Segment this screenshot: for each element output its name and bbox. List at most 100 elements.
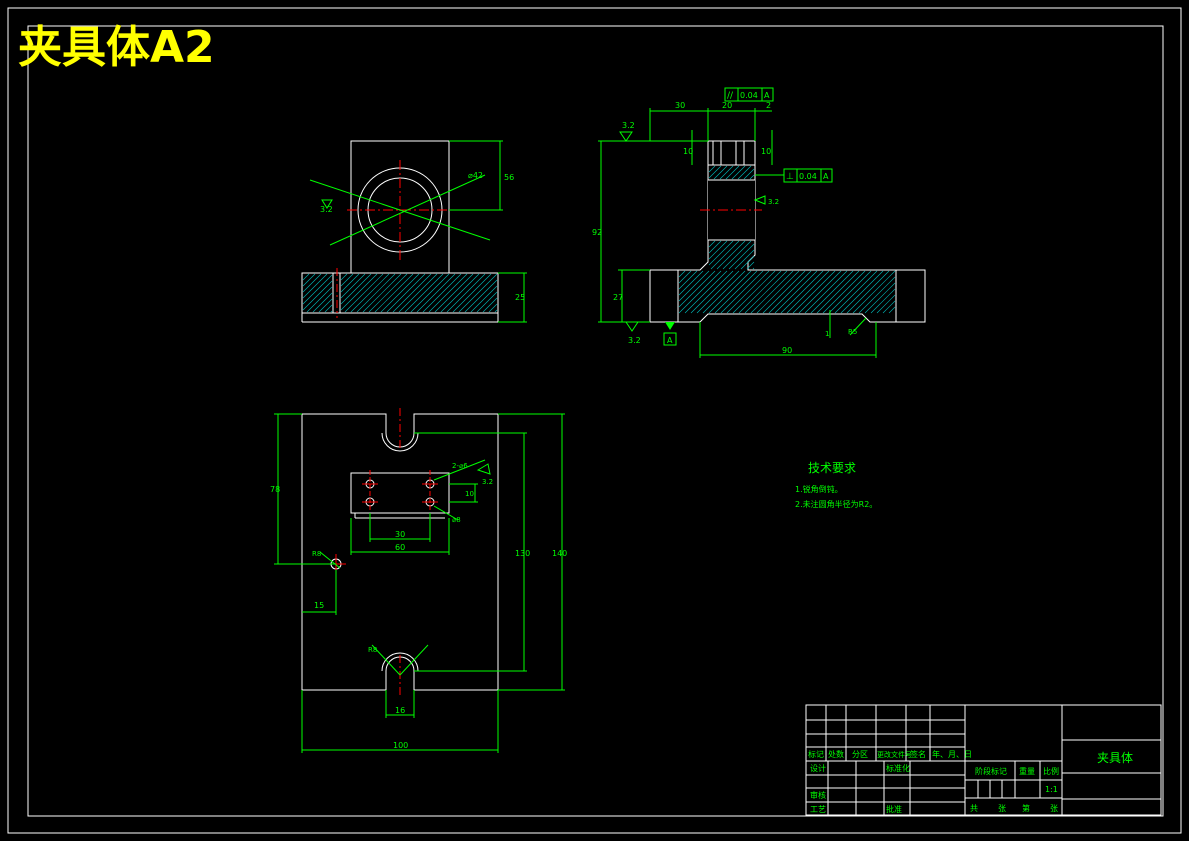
- hatch-line: [464, 279, 498, 313]
- dim-text-60: 60: [395, 543, 405, 552]
- hatch-line: [731, 165, 746, 180]
- hatch-line: [340, 273, 348, 281]
- roughness-symbol: [476, 463, 491, 475]
- dim-text-27: 27: [613, 293, 623, 302]
- hatch-line: [330, 310, 333, 313]
- hatch-line: [864, 282, 896, 314]
- hatch-line: [404, 273, 444, 313]
- side-view: 90 92 27 30 20 2 10 10 // 0.04 A ⊥ 0.04 …: [592, 87, 926, 358]
- hatch-line: [302, 273, 316, 287]
- leader-line: [399, 644, 429, 676]
- hatch-line: [744, 270, 788, 314]
- hatch-line: [678, 270, 692, 284]
- dim-text-78: 78: [270, 485, 280, 494]
- hatch-line: [302, 280, 333, 311]
- hatch-line: [725, 165, 740, 180]
- roughness-text: 3.2: [628, 336, 641, 345]
- roughness-symbol: [321, 199, 333, 209]
- hatch-line: [340, 273, 372, 305]
- hatch-line: [302, 273, 328, 299]
- hatch-line: [708, 240, 716, 248]
- thread-text: 2-⌀6: [452, 462, 468, 470]
- tech-req-heading: 技术要求: [808, 461, 856, 475]
- hatch-line: [746, 261, 755, 270]
- dim-text-130: 130: [515, 549, 530, 558]
- hatch-line: [678, 270, 704, 296]
- leader-line: [371, 644, 401, 676]
- tb-part-name: 夹具体: [1097, 751, 1133, 765]
- hatch-line: [302, 273, 310, 281]
- hatch-line: [678, 270, 710, 302]
- dim-text-30: 30: [395, 530, 405, 539]
- title-block-text: 标记 处数 分区 更改文件号 签名 年、月、日 设计 标准化 审核 工艺 批准 …: [808, 749, 1133, 814]
- tech-req-item-2: 2.未注圆角半径为R2。: [795, 499, 877, 509]
- roughness-text: 3.2: [622, 121, 635, 130]
- hatch-line: [708, 240, 722, 254]
- roughness-text: 3.2: [768, 198, 779, 206]
- hatch-line: [324, 304, 333, 313]
- hatch-line: [749, 174, 755, 180]
- hatch-line: [726, 270, 770, 314]
- datum-ref: A: [823, 172, 829, 181]
- title-block: [805, 704, 1162, 816]
- hatch-line: [713, 165, 728, 180]
- side-slot-1: [712, 140, 722, 166]
- hatch-line: [708, 240, 734, 266]
- hatch-line: [422, 273, 462, 313]
- hatch-line: [722, 240, 752, 270]
- hatch-line: [728, 243, 755, 270]
- hatch-line: [888, 306, 896, 314]
- hatch-line: [743, 168, 755, 180]
- hatch-line: [386, 273, 426, 313]
- tb-header: 签名: [910, 749, 926, 759]
- hatch-line: [678, 270, 698, 290]
- hatch-line: [446, 273, 486, 313]
- hatch-line: [470, 285, 498, 313]
- hatch-line: [312, 292, 333, 313]
- tb-header: 更改文件号: [877, 750, 912, 759]
- tech-req-item-1: 1.锐角倒钝。: [795, 484, 843, 494]
- side-slot-2: [735, 140, 745, 166]
- parallel-icon: //: [727, 91, 734, 101]
- tb-scale-label: 比例: [1043, 766, 1059, 776]
- tb-sheets: 张: [998, 804, 1006, 813]
- tb-sheets: 共: [970, 804, 978, 813]
- hatch-line: [732, 270, 776, 314]
- hatch-line: [828, 270, 872, 314]
- dim-text-10: 10: [465, 490, 474, 498]
- dim-text-dia42: ⌀42: [468, 171, 483, 180]
- dim-text-100: 100: [393, 741, 408, 750]
- hatch-line: [810, 270, 854, 314]
- hatch-line: [737, 165, 752, 180]
- dim-text-30: 30: [675, 101, 685, 110]
- hatch-line: [846, 270, 890, 314]
- hatch-line: [882, 300, 896, 314]
- hatch-line: [708, 165, 722, 179]
- datum-ref: A: [764, 91, 770, 100]
- dim-text-20: 20: [722, 101, 732, 110]
- tb-design: 设计: [810, 763, 826, 773]
- hatch-line: [756, 270, 800, 314]
- hatch-line: [440, 273, 480, 313]
- dim-text-r5: R5: [848, 328, 857, 336]
- hatch-line: [690, 270, 734, 314]
- dim-text-r-hole: ⌀8: [452, 516, 461, 524]
- hatch-line: [816, 270, 860, 314]
- hatch-line: [350, 273, 390, 313]
- hatch-line: [434, 273, 474, 313]
- tb-header: 标记: [808, 749, 824, 759]
- dim-text-10b: 10: [761, 147, 771, 156]
- hatch-line: [410, 273, 450, 313]
- tb-header: 年、月、日: [932, 749, 972, 759]
- hatch-line: [719, 165, 734, 180]
- tb-sheets: 张: [1050, 804, 1058, 813]
- hatch-line: [398, 273, 438, 313]
- hatch-line: [720, 270, 764, 314]
- tb-stage-mark: 阶段标记: [975, 766, 1007, 776]
- hatch-line: [494, 309, 498, 313]
- top-pad: [350, 472, 450, 514]
- hatch-line: [786, 270, 830, 314]
- leader-line: [433, 459, 486, 481]
- hatch-line: [344, 273, 384, 313]
- leader-line: [433, 505, 459, 521]
